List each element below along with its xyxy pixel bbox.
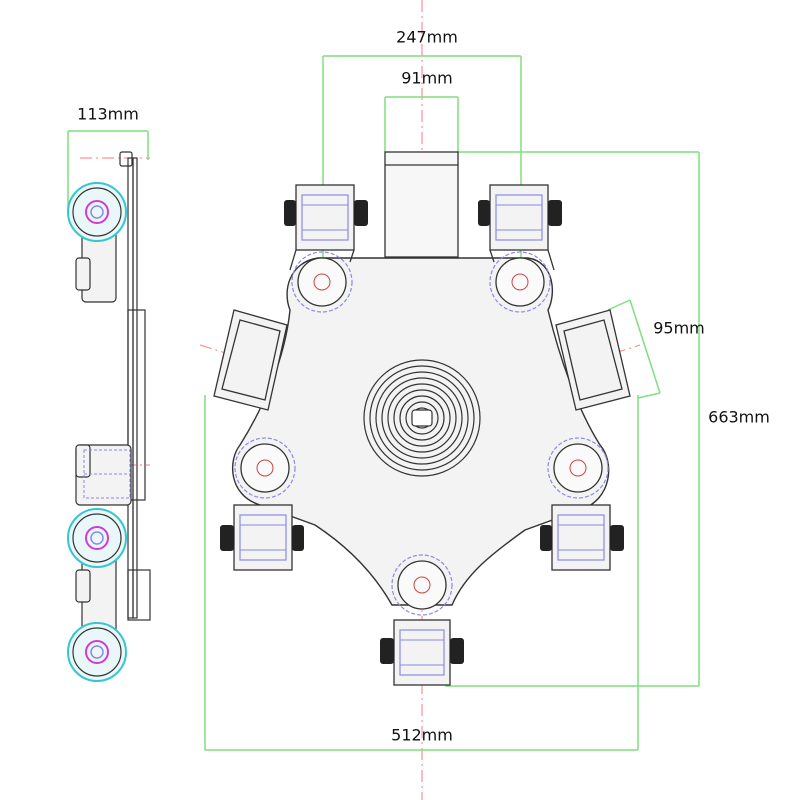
side-view <box>67 151 151 682</box>
bottom-right-wheel <box>540 504 624 571</box>
side-wheel-middle <box>67 508 127 568</box>
dimension-lines <box>67 55 700 751</box>
center-spring <box>363 359 481 477</box>
dim-top-span: 247mm <box>396 28 458 47</box>
bottom-left-wheel <box>220 504 304 571</box>
mast <box>384 151 459 258</box>
front-view <box>213 151 631 686</box>
dim-overall-width: 512mm <box>391 726 453 745</box>
top-left-wheel <box>284 184 368 271</box>
left-bracket <box>213 309 288 411</box>
dim-bracket-depth: 95mm <box>653 319 705 338</box>
side-wheel-top <box>67 182 127 242</box>
side-wheel-bottom <box>67 622 127 682</box>
dimension-labels: 113mm 247mm 91mm 95mm 663mm 512mm <box>77 28 770 745</box>
top-right-wheel <box>478 184 562 271</box>
dim-side-width: 113mm <box>77 105 139 124</box>
right-bracket <box>555 309 631 411</box>
bottom-center-wheel <box>380 619 464 686</box>
dim-mast-width: 91mm <box>401 69 453 88</box>
dim-overall-height: 663mm <box>708 408 770 427</box>
